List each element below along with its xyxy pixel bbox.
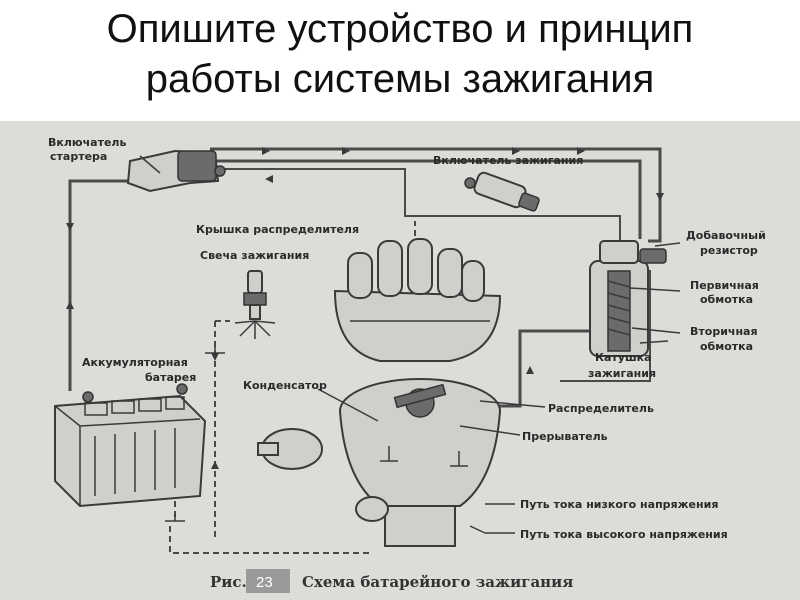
page-number-box — [246, 569, 290, 593]
label-starter-switch-line-1: Включатель — [48, 136, 126, 149]
label-low-voltage-path: Путь тока низкого напряжения — [520, 498, 718, 511]
label-battery-line-1: Аккумуляторная — [82, 356, 188, 369]
leader-lines — [139, 155, 681, 534]
label-starter-switch-line-2: стартера — [50, 150, 107, 163]
slide-title-line-2: работы системы зажигания — [145, 57, 655, 101]
ground-symbols — [165, 346, 468, 522]
distributor-body — [257, 378, 501, 547]
label-primary-winding-line-2: обмотка — [700, 293, 753, 306]
label-extra-resistor-line-2: резистор — [700, 244, 758, 257]
figure-caption-prefix: Рис. — [210, 573, 247, 591]
distributor-cap — [333, 238, 502, 362]
ignition-system-diagram: Включатель стартера Включатель зажигания… — [0, 121, 800, 600]
label-primary-winding-line-1: Первичная — [690, 279, 759, 292]
label-ignition-switch: Включатель зажигания — [433, 154, 583, 167]
label-ignition-coil-line-2: зажигания — [588, 367, 656, 380]
label-distributor-cap: Крышка распределителя — [196, 223, 359, 236]
battery — [54, 383, 207, 508]
label-high-voltage-path: Путь тока высокого напряжения — [520, 528, 728, 541]
ignition-switch — [464, 171, 540, 212]
slide-title-line-1: Опишите устройство и принцип — [106, 7, 694, 51]
current-direction-arrows — [66, 147, 664, 469]
label-secondary-winding-line-1: Вторичная — [690, 325, 758, 338]
starter-switch — [126, 149, 226, 193]
page-number: 23 — [256, 574, 273, 591]
label-battery-line-2: батарея — [145, 371, 196, 384]
spark-plug — [234, 270, 276, 339]
label-spark-plug: Свеча зажигания — [200, 249, 309, 262]
slide-title: Опишите устройство и принцип работы сист… — [0, 4, 800, 104]
figure-caption-text: Схема батарейного зажигания — [302, 573, 573, 591]
label-condenser: Конденсатор — [243, 379, 327, 392]
label-distributor: Распределитель — [548, 402, 654, 415]
label-extra-resistor-line-1: Добавочный — [686, 229, 766, 242]
label-breaker: Прерыватель — [522, 430, 608, 443]
label-secondary-winding-line-2: обмотка — [700, 340, 753, 353]
label-ignition-coil-line-1: Катушка — [595, 351, 652, 364]
ignition-coil — [589, 240, 667, 357]
